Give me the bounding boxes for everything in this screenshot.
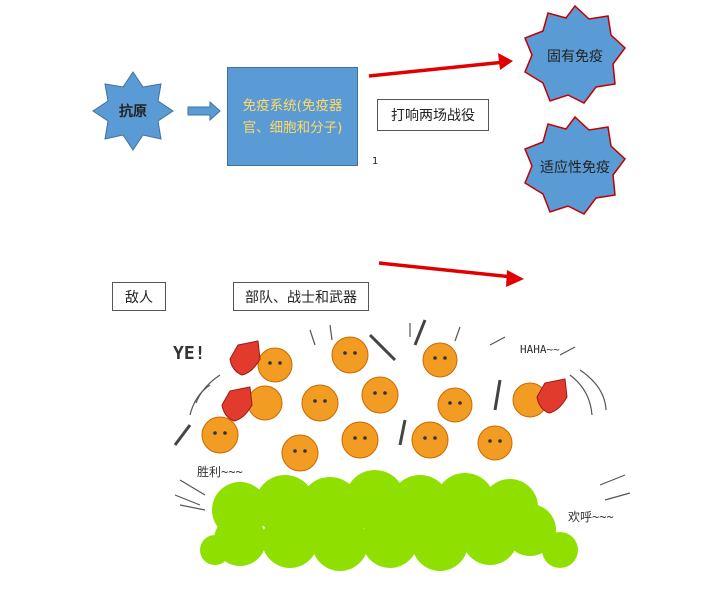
weapons — [173, 319, 502, 446]
red-arrow-head-innate — [498, 53, 513, 70]
red-arrow-head-lower — [506, 270, 524, 287]
red-arrow-innate — [368, 60, 506, 78]
innate-star — [524, 4, 627, 104]
diagram-shapes — [92, 4, 627, 287]
battle-label: 打响两场战役 — [391, 108, 475, 124]
cartoon-illustration — [173, 319, 631, 571]
footnote-marker: 1 — [372, 156, 379, 167]
adaptive-star — [524, 115, 627, 215]
antigen-star — [92, 71, 174, 151]
antigen-label: 抗原 — [119, 104, 147, 120]
battle-label-box: 打响两场战役 — [377, 99, 489, 131]
enemy-label-box: 敌人 — [112, 282, 166, 311]
cheer-text: 欢呼~~~ — [568, 510, 614, 524]
green-cells — [200, 470, 578, 571]
action-lines — [174, 323, 631, 511]
innate-label: 固有免疫 — [547, 49, 603, 65]
army-label-box: 部队、战士和武器 — [233, 282, 369, 311]
blue-arrow — [187, 100, 221, 122]
enemy-label: 敌人 — [125, 289, 153, 306]
army-label: 部队、战士和武器 — [245, 289, 357, 306]
victory-text: 胜利~~~ — [197, 465, 243, 479]
immune-system-label: 免疫系统(免疫器官、细胞和分子) — [242, 97, 343, 136]
germ-faces — [213, 351, 502, 453]
ye-text: YE! — [173, 343, 206, 364]
red-arrow-lower — [378, 261, 514, 279]
orange-germs — [201, 336, 548, 472]
immune-system-box: 免疫系统(免疫器官、细胞和分子) — [227, 67, 358, 166]
adaptive-label: 适应性免疫 — [540, 160, 610, 176]
red-shields — [221, 340, 568, 422]
haha-text: HAHA~~ — [520, 343, 560, 356]
